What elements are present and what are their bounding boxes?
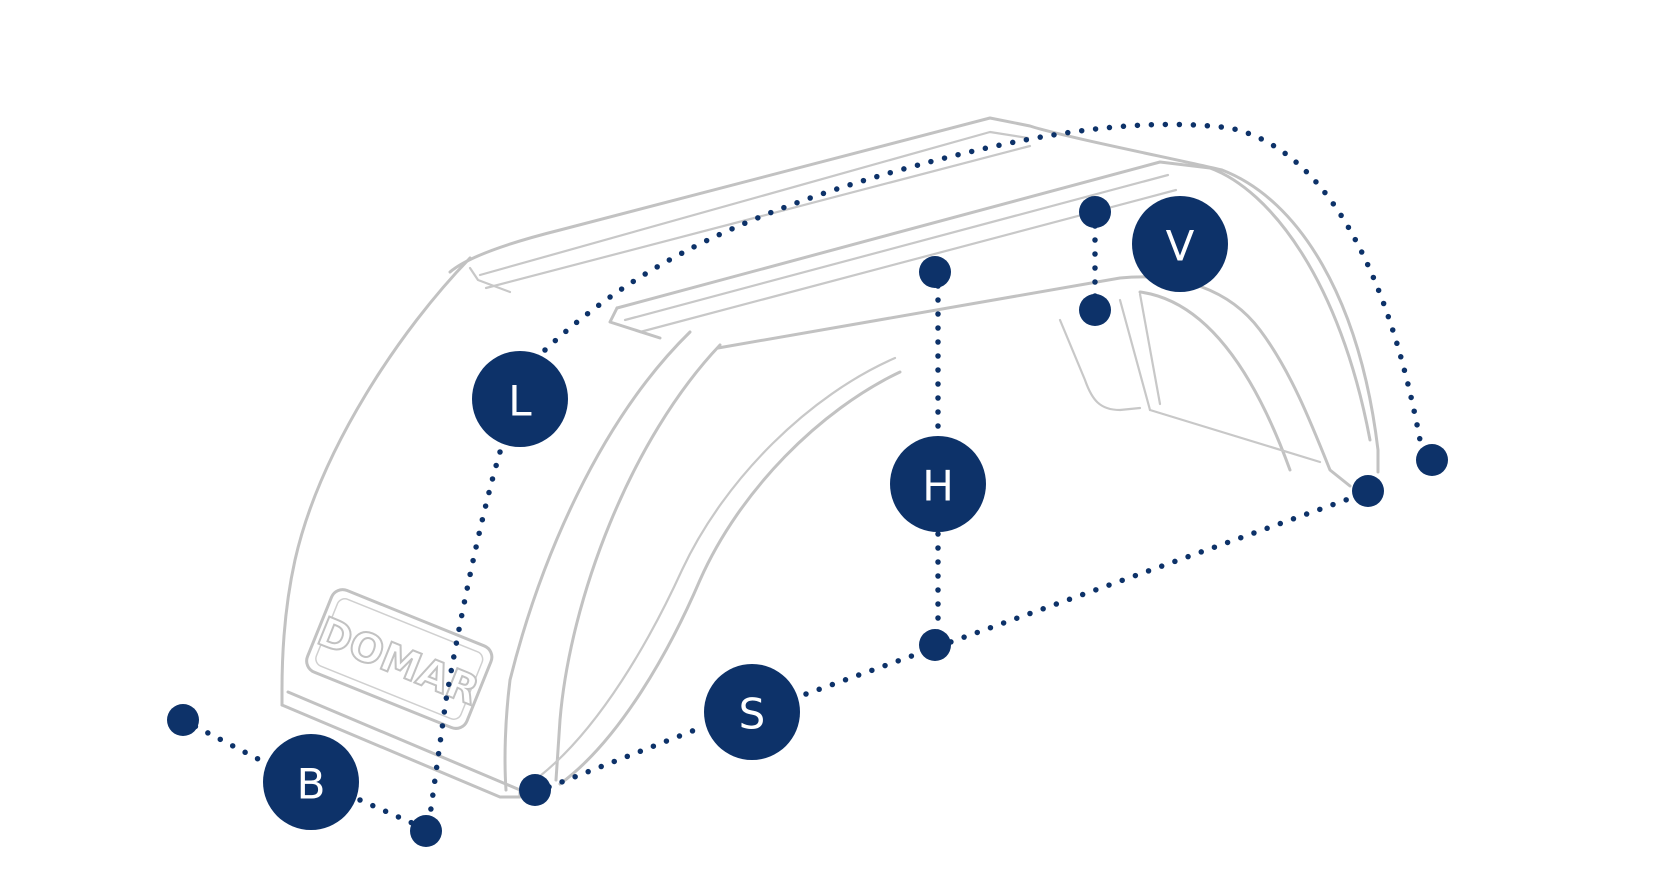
dot-V-top (1079, 196, 1111, 228)
dim-line-L-bottom (425, 449, 503, 833)
dim-line-B-right (357, 797, 431, 833)
dot-S-left (519, 774, 551, 806)
badge-circle (263, 734, 359, 830)
badge-B: B (263, 734, 359, 830)
dim-line-L-top (542, 121, 1423, 443)
badge-label: S (739, 690, 766, 739)
dot-H-bottom (919, 629, 951, 661)
dot-S-right (1352, 475, 1384, 507)
badge-label: H (922, 462, 954, 511)
logo-text: DOMAR (311, 609, 485, 715)
dot-B-left (167, 704, 199, 736)
dim-line-S-right (803, 489, 1371, 697)
badge-label: V (1166, 222, 1195, 271)
dimension-lines (180, 121, 1423, 833)
dimension-endpoints (167, 196, 1448, 847)
badge-label: L (508, 377, 532, 426)
badge-circle (704, 664, 800, 760)
badge-circle (890, 436, 986, 532)
badge-circle (1132, 196, 1228, 292)
badge-H: H (890, 436, 986, 532)
dot-V-bottom (1079, 294, 1111, 326)
dot-B-right (410, 815, 442, 847)
badge-S: S (704, 664, 800, 760)
dim-line-S-left (533, 725, 703, 795)
badge-L: L (472, 351, 568, 447)
badge-circle (472, 351, 568, 447)
dot-H-top (919, 256, 951, 288)
badge-label: B (297, 760, 326, 809)
dot-L-end (1416, 444, 1448, 476)
badge-V: V (1132, 196, 1228, 292)
